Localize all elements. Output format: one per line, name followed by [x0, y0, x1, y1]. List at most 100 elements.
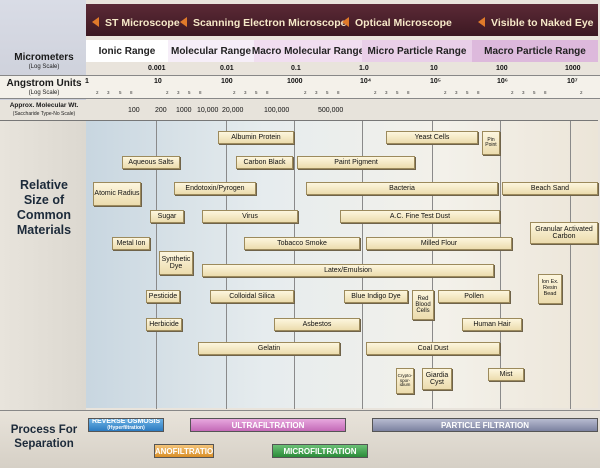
- svg-text:2: 2: [304, 90, 307, 95]
- material-synthetic-dye: Synthetic Dye: [159, 251, 193, 275]
- svg-text:2: 2: [96, 90, 99, 95]
- material-metal-ion: Metal Ion: [112, 237, 150, 250]
- microscope-bar: ST Microscope Scanning Electron Microsco…: [86, 4, 598, 36]
- micrometer-tick: 0.01: [220, 65, 234, 72]
- svg-text:8: 8: [130, 90, 133, 95]
- microscope-optical: Optical Microscope: [342, 17, 452, 29]
- material-colloidal-silica: Colloidal Silica: [210, 290, 294, 303]
- molecular-weight: 500,000: [318, 107, 344, 114]
- angstrom-tick: 10: [154, 78, 162, 85]
- range-ionic: Ionic Range: [86, 40, 168, 62]
- svg-text:8: 8: [337, 90, 340, 95]
- angstrom-tick: 1000: [287, 78, 303, 85]
- micrometers-scale-label: (Log Scale): [28, 64, 60, 70]
- molecular-weight: 10,000: [197, 107, 219, 114]
- material-asbestos: Asbestos: [274, 318, 360, 331]
- process-reverse-osmosis: REVERSE OSMOSIS (Hyperfiltration): [88, 418, 164, 432]
- material-endotoxin-pyrogen: Endotoxin/Pyrogen: [174, 182, 256, 195]
- molecular-weight: 1000: [176, 107, 192, 114]
- micrometer-tick: 0.001: [148, 65, 166, 72]
- svg-text:3: 3: [107, 90, 110, 95]
- svg-text:2: 2: [580, 90, 583, 95]
- material-cryptosporidium: Crypto-spor-idium: [396, 368, 414, 394]
- material-ion-exchange-resin-bead: Ion Ex. Resin Bead: [538, 274, 562, 304]
- molecular-row-bg: [0, 100, 600, 120]
- triangle-left-icon: [478, 17, 485, 27]
- angstrom-row-bg: [0, 75, 600, 99]
- microscope-naked-eye: Visible to Naked Eye: [478, 17, 594, 29]
- molecular-label: Approx. Molecular Wt.: [9, 102, 79, 109]
- angstrom-tick: 100: [221, 78, 233, 85]
- svg-text:8: 8: [477, 90, 480, 95]
- microscope-st: ST Microscope: [92, 17, 180, 29]
- svg-text:3: 3: [385, 90, 388, 95]
- material-ac-fine-test-dust: A.C. Fine Test Dust: [340, 210, 500, 223]
- material-coal-dust: Coal Dust: [366, 342, 500, 355]
- svg-text:8: 8: [266, 90, 269, 95]
- svg-text:8: 8: [544, 90, 547, 95]
- svg-text:5: 5: [396, 90, 399, 95]
- microscope-label: Visible to Naked Eye: [491, 17, 594, 29]
- micrometer-tick: 1.0: [359, 65, 369, 72]
- material-bacteria: Bacteria: [306, 182, 498, 195]
- process-label: REVERSE OSMOSIS: [91, 418, 161, 425]
- material-herbicide: Herbicide: [146, 318, 182, 331]
- material-atomic-radius: Atomic Radius: [93, 182, 141, 206]
- svg-text:5: 5: [119, 90, 122, 95]
- svg-text:5: 5: [466, 90, 469, 95]
- svg-text:8: 8: [407, 90, 410, 95]
- material-albumin-protein: Albumin Protein: [218, 131, 294, 144]
- svg-text:2: 2: [166, 90, 169, 95]
- material-pesticide: Pesticide: [146, 290, 180, 303]
- material-pollen: Pollen: [438, 290, 510, 303]
- material-aqueous-salts: Aqueous Salts: [122, 156, 180, 169]
- material-carbon-black: Carbon Black: [236, 156, 293, 169]
- material-granular-activated-carbon: Granular Activated Carbon: [530, 222, 598, 244]
- material-human-hair: Human Hair: [462, 318, 522, 331]
- angstrom-tick: 10⁴: [360, 78, 372, 85]
- svg-text:8: 8: [199, 90, 202, 95]
- side-panel: [0, 120, 86, 410]
- material-blue-indigo-dye: Blue Indigo Dye: [344, 290, 408, 303]
- material-tobacco-smoke: Tobacco Smoke: [244, 237, 360, 250]
- svg-text:5: 5: [326, 90, 329, 95]
- svg-text:3: 3: [315, 90, 318, 95]
- triangle-left-icon: [342, 17, 349, 27]
- svg-text:3: 3: [244, 90, 247, 95]
- grid-line: [500, 121, 501, 409]
- material-pin-point: Pin Point: [482, 131, 500, 155]
- svg-text:3: 3: [177, 90, 180, 95]
- svg-text:5: 5: [533, 90, 536, 95]
- material-virus: Virus: [202, 210, 298, 223]
- triangle-left-icon: [180, 17, 187, 27]
- svg-text:5: 5: [255, 90, 258, 95]
- process-microfiltration: MICROFILTRATION: [272, 444, 368, 458]
- material-gelatin: Gelatin: [198, 342, 340, 355]
- angstrom-label: Angstrom Units: [6, 78, 82, 89]
- molecular-weight: 200: [155, 107, 167, 114]
- svg-text:2: 2: [233, 90, 236, 95]
- microscope-sem: Scanning Electron Microscope: [180, 17, 346, 29]
- micrometers-label: Micrometers: [14, 52, 74, 63]
- angstrom-tick: 10⁵: [430, 78, 442, 85]
- svg-text:3: 3: [455, 90, 458, 95]
- process-sublabel: (Hyperfiltration): [107, 425, 145, 431]
- micrometer-tick: 0.1: [291, 65, 301, 72]
- range-bar: Ionic Range Molecular Range Macro Molecu…: [86, 40, 598, 62]
- triangle-left-icon: [92, 17, 99, 27]
- angstrom-tick: 1: [85, 78, 89, 85]
- material-paint-pigment: Paint Pigment: [297, 156, 415, 169]
- range-macro-molecular: Macro Molecular Range: [252, 40, 364, 62]
- molecular-scale-label: (Saccharide Type-No Scale): [12, 111, 76, 117]
- molecular-weight: 100: [128, 107, 140, 114]
- material-giardia-cyst: Giardia Cyst: [422, 368, 452, 390]
- material-beach-sand: Beach Sand: [502, 182, 598, 195]
- side-title: Relative Size of Common Materials: [16, 178, 72, 237]
- process-nanofiltration: NANOFILTRATION: [154, 444, 214, 458]
- grid-line: [156, 121, 157, 409]
- micrometer-tick: 1000: [565, 65, 581, 72]
- angstrom-scale-label: (Log Scale): [28, 90, 60, 96]
- material-sugar: Sugar: [150, 210, 184, 223]
- svg-text:2: 2: [444, 90, 447, 95]
